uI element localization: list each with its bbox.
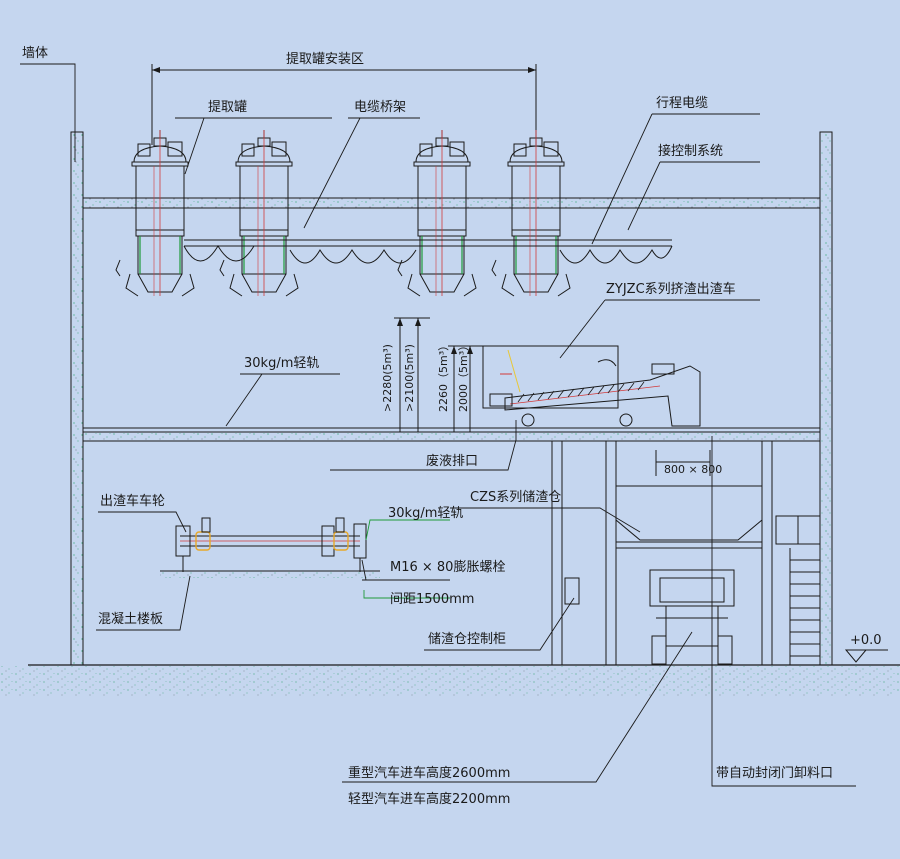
wheel-detail bbox=[160, 517, 380, 578]
travel-cable-label: 行程电缆 bbox=[656, 96, 709, 111]
control-system-label: 接控制系统 bbox=[658, 144, 724, 159]
elevation-label: +0.0 bbox=[850, 633, 882, 648]
slag-cart-label: ZYJZC系列挤渣出渣车 bbox=[606, 282, 736, 297]
waste-outlet-label: 废液排口 bbox=[426, 454, 479, 469]
light-truck-label: 轻型汽车进车高度2200mm bbox=[348, 792, 511, 807]
truck bbox=[649, 569, 735, 665]
dim-2260-label: 2260（5m³） bbox=[437, 339, 450, 412]
left-wall bbox=[70, 131, 84, 666]
elevation-marker bbox=[844, 649, 888, 663]
cable-tray bbox=[183, 239, 673, 264]
dim-2280-label: >2280(5m³) bbox=[381, 344, 394, 412]
extraction-tank-2 bbox=[219, 129, 299, 297]
install-zone-label: 提取罐安装区 bbox=[286, 52, 365, 67]
discharge-label: 带自动封闭门卸料口 bbox=[716, 766, 834, 781]
slag-cart bbox=[482, 345, 701, 427]
storage-bin-label: CZS系列储渣仓 bbox=[470, 490, 562, 505]
extraction-tank-1 bbox=[115, 129, 195, 297]
storage-bin-structure bbox=[551, 441, 821, 665]
heavy-truck-label: 重型汽车进车高度2600mm bbox=[348, 766, 511, 781]
spacing-label: 间距1500mm bbox=[390, 592, 475, 607]
middle-floor-slab bbox=[82, 427, 821, 442]
opening-size-label: 800 × 800 bbox=[664, 463, 723, 476]
floor-slab-label: 混凝土楼板 bbox=[98, 612, 164, 627]
extraction-tank-3 bbox=[397, 129, 477, 297]
dim-2100-label: >2100(5m³) bbox=[403, 344, 416, 412]
height-dimensions bbox=[394, 317, 484, 432]
tank-label: 提取罐 bbox=[208, 100, 248, 115]
bolt-label: M16 × 80膨胀螺栓 bbox=[390, 560, 506, 575]
cable-tray-label: 电缆桥架 bbox=[354, 100, 407, 115]
rail-detail-label: 30kg/m轻轨 bbox=[388, 506, 464, 521]
bin-control-label: 储渣仓控制柜 bbox=[428, 632, 507, 647]
right-wall bbox=[819, 131, 833, 666]
ground bbox=[0, 664, 900, 696]
upper-floor-slab bbox=[82, 197, 821, 209]
install-zone-dimension bbox=[151, 64, 537, 145]
extraction-tank-4 bbox=[491, 129, 571, 297]
rail-top-label: 30kg/m轻轨 bbox=[244, 356, 320, 371]
leader-lines bbox=[20, 63, 856, 787]
dim-2000-label: 2000（5m³） bbox=[457, 339, 470, 412]
wall-label: 墙体 bbox=[22, 46, 49, 61]
wheel-label: 出渣车车轮 bbox=[100, 494, 166, 509]
